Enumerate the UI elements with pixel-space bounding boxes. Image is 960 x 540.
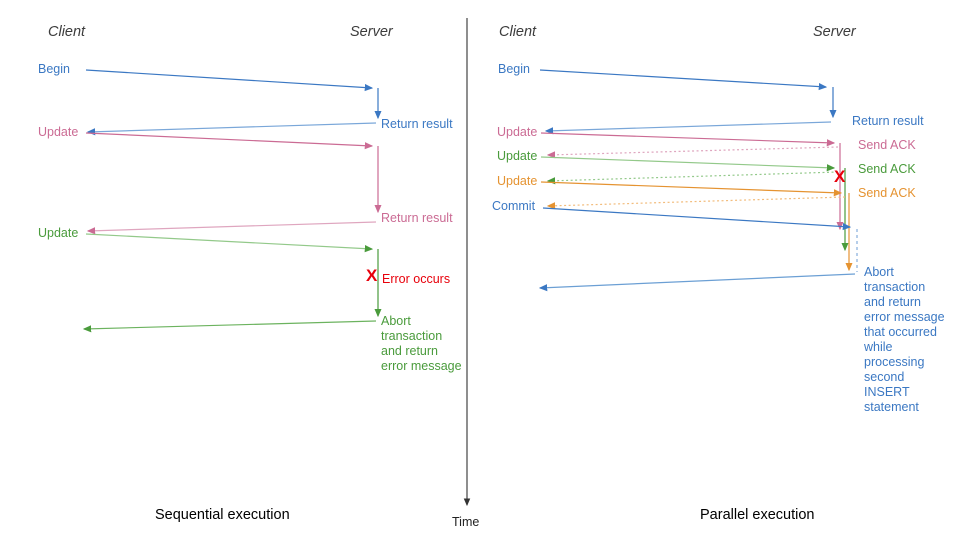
par-client-label-update1: Update — [497, 125, 538, 139]
seq-error-marker-icon: X — [366, 266, 378, 285]
arrow-return-result-2 — [86, 221, 377, 235]
p-arrow-update3-request — [540, 181, 843, 197]
par-client-label-commit: Commit — [492, 199, 536, 213]
seq-abort-note: Abort transaction and return error messa… — [381, 314, 462, 373]
p-arrow-commit-request — [542, 207, 852, 231]
par-client-label-update2: Update — [497, 149, 538, 163]
par-caption: Parallel execution — [700, 507, 815, 523]
par-error-marker-icon: X — [834, 167, 846, 186]
arrow-return-result-1 — [86, 122, 377, 136]
p-arrow-update2-request — [540, 156, 836, 172]
par-actor-client: Client — [499, 24, 537, 40]
p-arrow-begin-request — [539, 69, 828, 91]
seq-server-label-return2: Return result — [381, 211, 453, 225]
seq-caption: Sequential execution — [155, 507, 290, 523]
seq-client-label-begin: Begin — [38, 62, 70, 76]
seq-server-label-return1: Return result — [381, 117, 453, 131]
arrow-update1-request — [85, 132, 374, 150]
p-arrow-ack2 — [546, 171, 839, 185]
seq-client-label-update2: Update — [38, 226, 79, 240]
par-server-label-ack3: Send ACK — [858, 186, 916, 200]
par-server-label-ack1: Send ACK — [858, 138, 916, 152]
par-client-label-update3: Update — [497, 174, 538, 188]
par-client-label-begin: Begin — [498, 62, 530, 76]
p-arrow-ack1 — [546, 146, 839, 159]
sequential-panel-arrows — [82, 69, 382, 333]
p-arrow-ack3 — [546, 196, 846, 210]
arrow-update2-request — [85, 233, 374, 253]
seq-client-label-update1: Update — [38, 125, 79, 139]
time-axis-label: Time — [452, 515, 480, 529]
par-actor-server: Server — [813, 24, 856, 40]
seq-server-label-error: Error occurs — [382, 272, 451, 286]
p-arrow-return-result — [544, 121, 832, 135]
par-abort-note: Abort transaction and return error messa… — [864, 265, 945, 414]
seq-actor-server: Server — [350, 24, 393, 40]
arrow-begin-request — [85, 69, 374, 92]
arrow-abort-return — [82, 320, 377, 333]
seq-actor-client: Client — [48, 24, 86, 40]
p-arrow-update1-request — [540, 132, 836, 147]
p-arrow-abort-return — [538, 273, 856, 292]
par-server-label-return: Return result — [852, 114, 924, 128]
parallel-panel-arrows — [538, 69, 858, 292]
par-server-label-ack2: Send ACK — [858, 162, 916, 176]
